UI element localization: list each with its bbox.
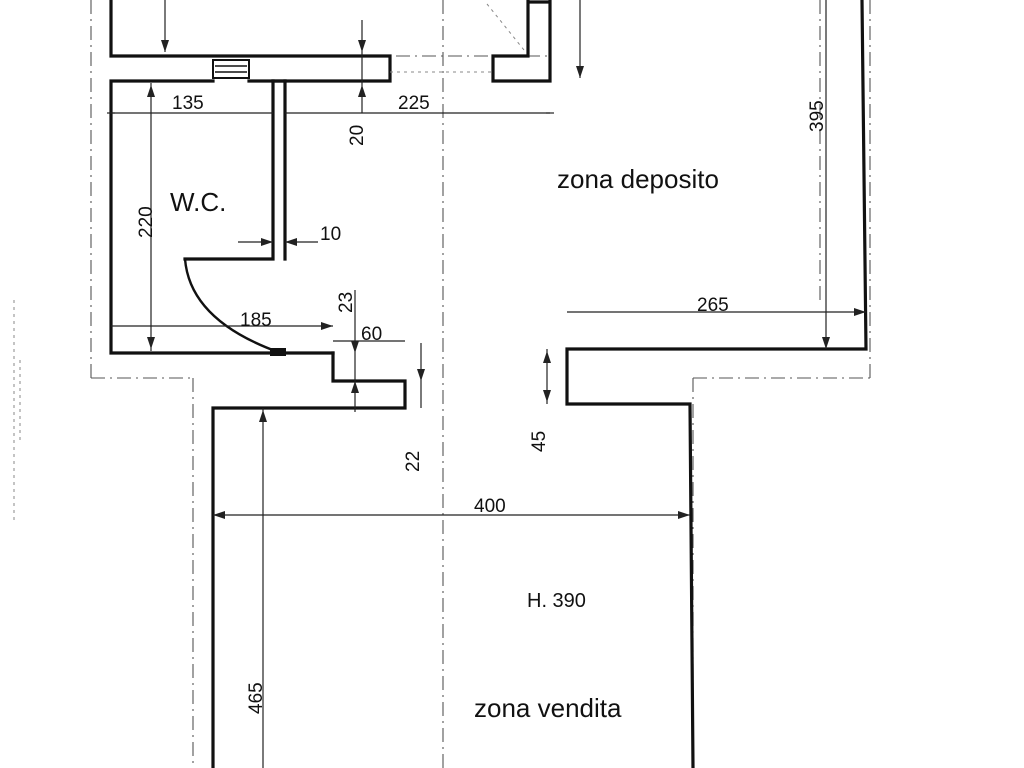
dim-label-20: 20 [347, 125, 368, 146]
dim-label-395: 395 [807, 100, 828, 132]
room-label-wc: W.C. [170, 187, 226, 217]
ceiling-height-label: H. 390 [527, 590, 586, 612]
dim-label-60: 60 [361, 324, 382, 345]
reference-axes [90, 0, 871, 768]
dim-label-400: 400 [474, 496, 506, 517]
dim-label-135: 135 [172, 93, 204, 114]
dim-label-265: 265 [697, 295, 729, 316]
dim-label-465: 465 [246, 682, 267, 714]
hidden-lines [390, 3, 525, 73]
dim-label-220: 220 [136, 206, 157, 238]
dim-label-23: 23 [336, 292, 357, 313]
margin-marks [13, 300, 21, 520]
dim-label-10: 10 [320, 224, 341, 245]
dim-label-185: 185 [240, 310, 272, 331]
window-slot [212, 59, 250, 79]
room-label-deposito: zona deposito [557, 164, 719, 194]
dimension-arrows [147, 40, 866, 519]
walls [109, 0, 868, 768]
dim-label-45: 45 [529, 431, 550, 452]
wc-door [183, 258, 286, 356]
room-label-vendita: zona vendita [474, 693, 622, 723]
dim-label-225: 225 [398, 93, 430, 114]
dim-label-22: 22 [403, 451, 424, 472]
dimension-lines [107, 0, 866, 768]
